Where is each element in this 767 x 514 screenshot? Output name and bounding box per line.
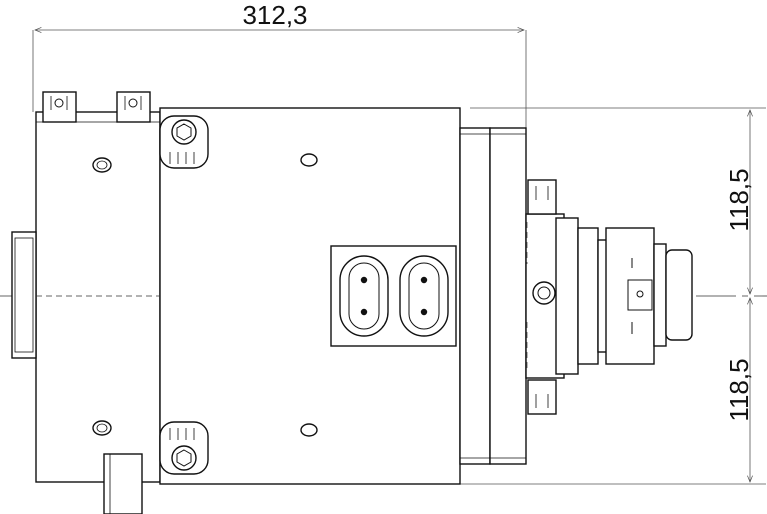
hidden-lines: [36, 222, 528, 370]
upper-height-label: 118,5: [724, 168, 754, 231]
height-dimension: [460, 107, 766, 485]
connector-plate: [330, 245, 457, 347]
width-dimension-label: 312,3: [242, 0, 307, 30]
spindle-nose: [525, 213, 693, 379]
width-dimension: [32, 30, 527, 128]
spindle-brackets: [527, 179, 557, 415]
right-flange: [459, 127, 527, 465]
bottom-knob: [159, 421, 209, 475]
top-knob: [159, 115, 209, 169]
lower-height-label: 118,5: [724, 358, 754, 421]
left-flange: [11, 91, 161, 514]
